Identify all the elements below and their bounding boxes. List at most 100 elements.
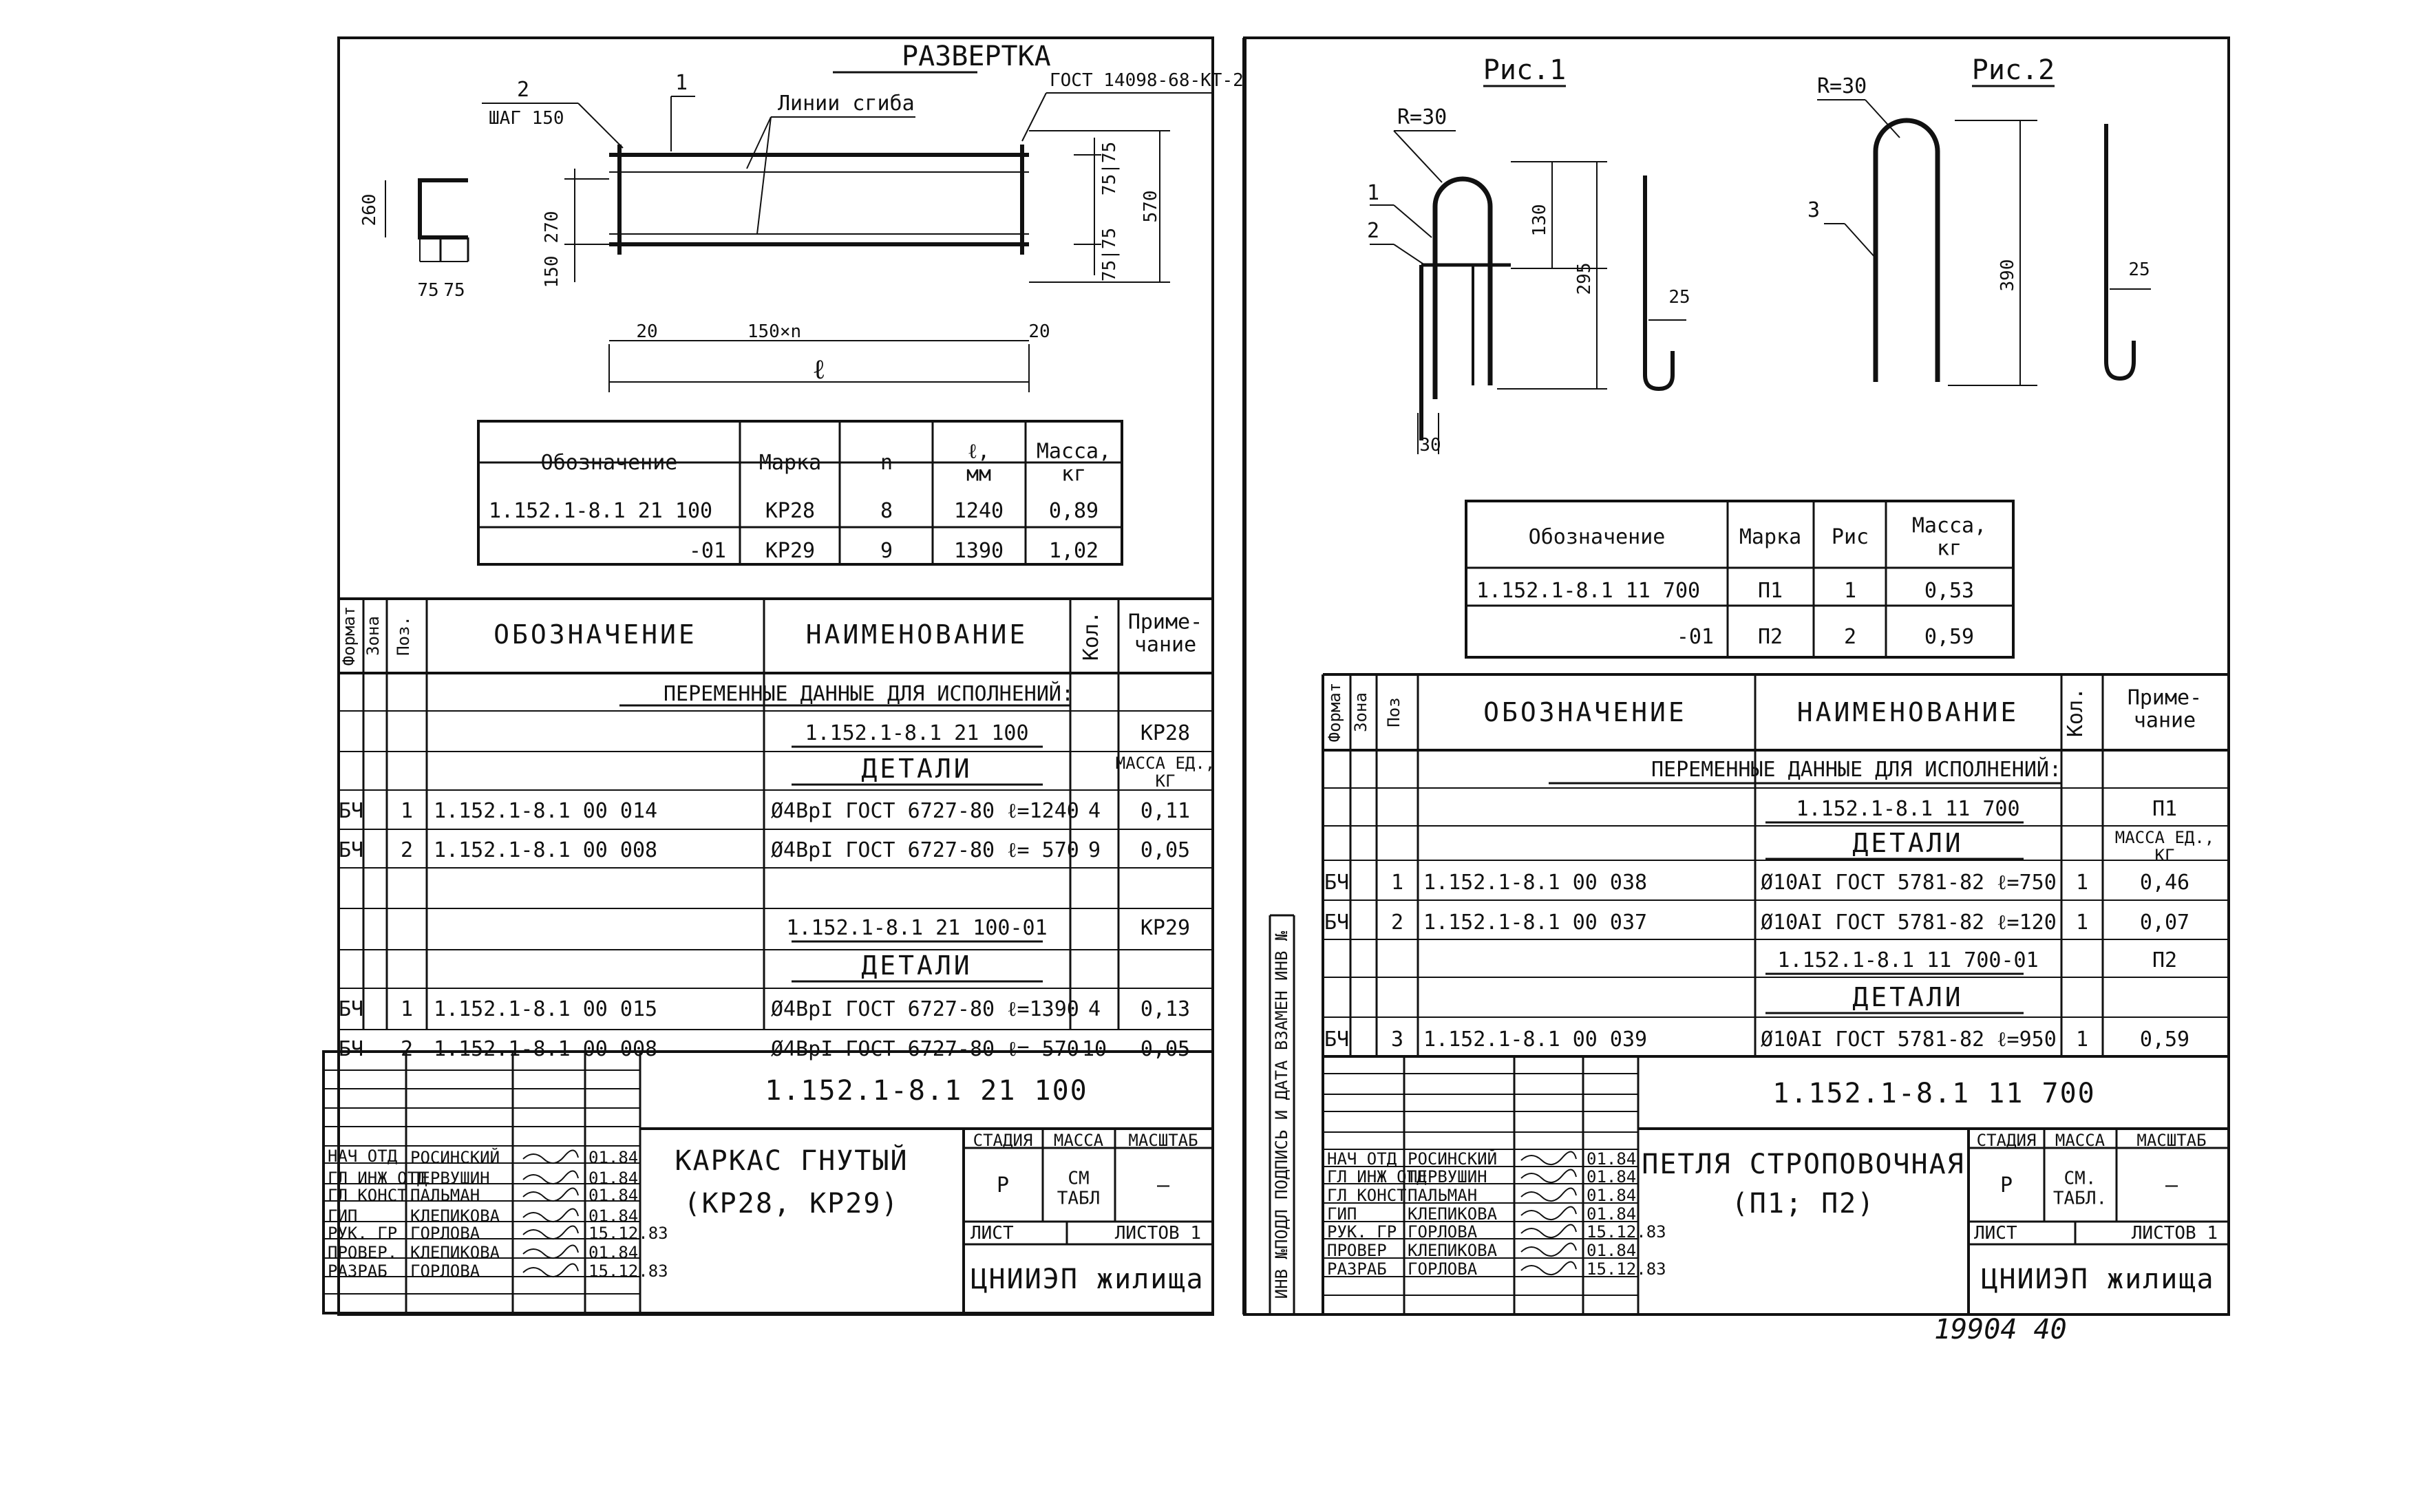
- spec-cell-qty: 10: [1082, 1037, 1107, 1061]
- spec-side-header: Поз.: [394, 616, 413, 656]
- mass-table-header: Рис: [1832, 525, 1869, 549]
- spec-header-qty: Кол.: [2064, 688, 2088, 737]
- title-person: КЛЕПИКОВА: [1408, 1204, 1498, 1224]
- title-person: ГОРЛОВА: [1408, 1259, 1478, 1279]
- title-date: 01.84: [1587, 1149, 1636, 1169]
- spec-header-designation: ОБОЗНАЧЕНИЕ: [494, 619, 697, 650]
- spec-cell-note: 0,11: [1141, 799, 1190, 823]
- callout-1: 1: [675, 71, 688, 95]
- spec-cell-name: ДЕТАЛИ: [861, 754, 972, 784]
- drawing-title: РАЗВЕРТКА: [902, 41, 1051, 72]
- signature-scribble: [522, 1244, 579, 1259]
- spec-cell-designation: 1.152.1-8.1 00 039: [1423, 1027, 1647, 1052]
- spec-cell-designation: 1.152.1-8.1 00 015: [434, 997, 657, 1021]
- signature-scribble: [522, 1170, 579, 1184]
- leader-line: [1393, 244, 1425, 266]
- leader-line: [746, 116, 772, 169]
- signature-scribble: [1520, 1187, 1577, 1202]
- dim-270: 270: [542, 211, 562, 244]
- leader-line: [756, 116, 772, 235]
- title-role: ПРОВЕР: [1327, 1241, 1387, 1260]
- spec-header-name: НАИМЕНОВАНИЕ: [806, 619, 1028, 650]
- spec-cell-name: ДЕТАЛИ: [861, 950, 972, 981]
- mass-table-cell: 1,02: [1049, 539, 1099, 563]
- side-strip-label: ИНВ №ПОДЛ ПОДПИСЬ И ДАТА ВЗАМЕН ИНВ №: [1272, 930, 1291, 1299]
- title-date: 01.84: [1587, 1186, 1636, 1205]
- title-person: ПЕРВУШИН: [410, 1169, 490, 1188]
- dim-75b: 75: [443, 280, 465, 301]
- mass-table-cell: КР29: [765, 539, 815, 563]
- leader-line: [577, 103, 624, 149]
- callout-2-right: 2: [1367, 219, 1379, 243]
- mass-table-cell: 1: [1844, 579, 1856, 603]
- section-profile: [418, 178, 468, 239]
- callout-3: 3: [1807, 198, 1820, 222]
- spec-cell-format: БЧ: [339, 799, 363, 823]
- spec-cell-note: МАССА ЕД.,КГ: [1116, 754, 1216, 791]
- spec-cell-position: 3: [1391, 1027, 1403, 1052]
- dim-75-75: 75|75: [1099, 142, 1120, 195]
- title-person: КЛЕПИКОВА: [410, 1243, 500, 1262]
- title-scale: —: [1157, 1173, 1170, 1197]
- mass-table-cell: П1: [1758, 579, 1783, 603]
- title-sheets: ЛИСТОВ 1: [1115, 1223, 1201, 1244]
- dim-75-75b: 75|75: [1099, 228, 1120, 281]
- title-name-1: КАРКАС ГНУТЫЙ: [675, 1144, 908, 1177]
- spec-cell-format: БЧ: [339, 1037, 363, 1061]
- title-person: КЛЕПИКОВА: [1408, 1241, 1498, 1260]
- spec-cell-position: 2: [1391, 911, 1403, 935]
- spec-cell-position: 1: [1391, 871, 1403, 895]
- mass-table-cell: 0,59: [1924, 625, 1974, 649]
- title-date: 01.84: [588, 1186, 638, 1205]
- title-name-2: (КР28, КР29): [684, 1188, 900, 1220]
- signature-scribble: [522, 1149, 579, 1164]
- dim-25b: 25: [2128, 259, 2150, 280]
- signature-scribble: [1520, 1206, 1577, 1220]
- title-person: РОСИНСКИЙ: [1408, 1149, 1497, 1169]
- left-sheet-frame: [337, 36, 1214, 1316]
- spec-cell-qty: 1: [2076, 911, 2088, 935]
- spec-cell-position: 1: [401, 997, 413, 1021]
- title-date: 15.12.83: [588, 1224, 668, 1243]
- spec-cell-note: КР29: [1141, 916, 1190, 940]
- loop-side-view-2: [2104, 124, 2136, 381]
- spec-cell-name: Ø4ВрI ГОСТ 6727-80 ℓ=1240: [771, 799, 1079, 823]
- title-date: 01.84: [1587, 1241, 1636, 1260]
- mass-table-cell: 1390: [954, 539, 1004, 563]
- spec-header-name: НАИМЕНОВАНИЕ: [1797, 697, 2019, 727]
- mass-table-cell: 1240: [954, 499, 1004, 523]
- signature-scribble: [522, 1187, 579, 1202]
- dim-570: 570: [1141, 191, 1161, 223]
- handwritten-archive-number: 19904 40: [1934, 1314, 2067, 1345]
- title-scale-header: МАСШТАБ: [2136, 1131, 2206, 1150]
- spec-cell-name: Ø10AI ГОСТ 5781-82 ℓ=120: [1761, 911, 2057, 935]
- title-stage-header: СТАДИЯ: [973, 1131, 1033, 1150]
- title-scale: —: [2165, 1173, 2178, 1197]
- spec-cell-name: 1.152.1-8.1 21 100-01: [786, 916, 1047, 940]
- title-doc-code: 1.152.1-8.1 11 700: [1772, 1078, 2095, 1109]
- gost-label: ГОСТ 14098-68-КТ-2: [1050, 70, 1244, 91]
- mass-table-cell: 0,89: [1049, 499, 1099, 523]
- leader-line: [1393, 130, 1443, 183]
- mass-table-cell: 1.152.1-8.1 21 100: [489, 499, 712, 523]
- dim-75a: 75: [417, 280, 438, 301]
- title-role: РУК. ГР: [1327, 1222, 1397, 1242]
- title-date: 01.84: [1587, 1167, 1636, 1186]
- spec-cell-position: 2: [401, 1037, 413, 1061]
- spec-cell-designation: 1.152.1-8.1 00 008: [434, 838, 657, 862]
- title-date: 01.84: [588, 1206, 638, 1226]
- spec-side-header: Поз: [1384, 697, 1403, 727]
- spec-cell-note: 0,07: [2140, 911, 2189, 935]
- mass-table-header: Обозначение: [541, 451, 678, 475]
- figure-1-label: Рис.1: [1483, 54, 1566, 86]
- mass-table-header: Марка: [1739, 525, 1801, 549]
- spec-cell-format: БЧ: [339, 838, 363, 862]
- spec-cell-name: Ø4ВрI ГОСТ 6727-80 ℓ= 570: [771, 1037, 1079, 1061]
- mass-table-frame: [477, 420, 1123, 566]
- spec-cell-note: 0,05: [1141, 1037, 1190, 1061]
- loop-side-view-1: [1643, 175, 1675, 392]
- dim-130: 130: [1529, 204, 1550, 237]
- signature-scribble: [1520, 1169, 1577, 1183]
- title-sheets: ЛИСТОВ 1: [2132, 1223, 2218, 1244]
- title-role: НАЧ ОТД: [328, 1147, 398, 1166]
